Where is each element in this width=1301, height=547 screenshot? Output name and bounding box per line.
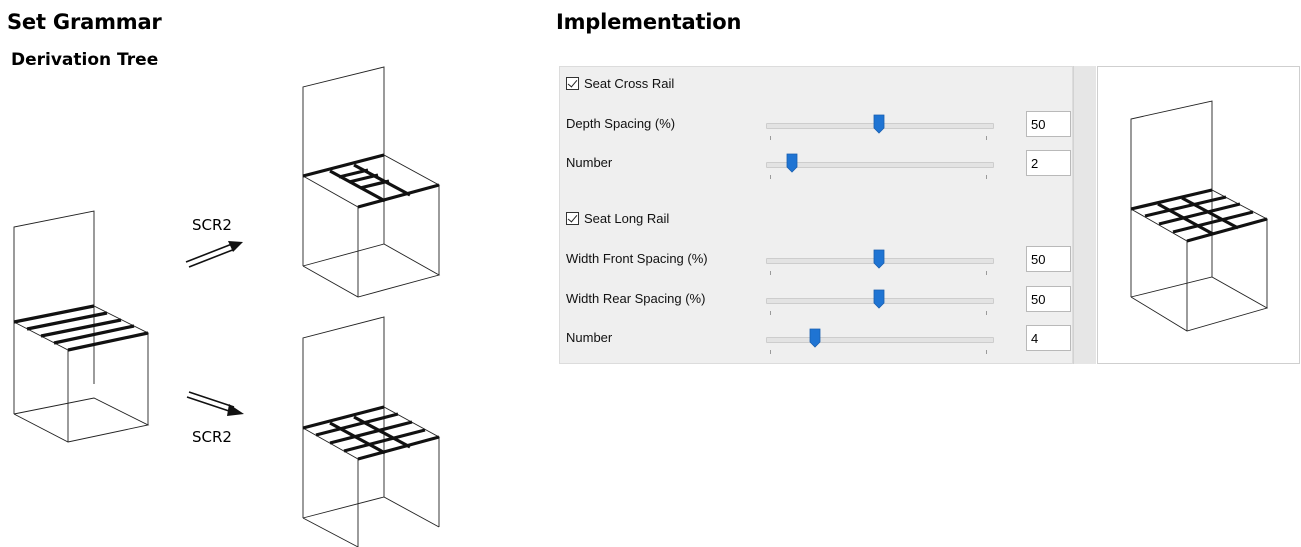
panel-scroll-gutter	[1073, 66, 1096, 364]
param-row: Width Front Spacing (%) 50	[560, 245, 1074, 275]
long-rail-number-slider[interactable]	[764, 324, 994, 354]
param-label: Number	[566, 155, 613, 170]
chair-preview-figure	[1130, 100, 1269, 332]
checkbox-label: Seat Cross Rail	[584, 75, 675, 91]
chair-initial	[13, 210, 150, 443]
slider-thumb[interactable]	[786, 153, 798, 173]
depth-spacing-value-input[interactable]: 50	[1026, 111, 1071, 137]
width-rear-spacing-slider[interactable]	[764, 285, 994, 315]
slider-track[interactable]	[766, 337, 994, 343]
slider-tick	[986, 175, 987, 179]
arrow-top	[185, 241, 243, 268]
seat-long-rail-checkbox[interactable]	[566, 211, 579, 225]
seat-cross-rail-checkbox[interactable]	[566, 76, 579, 90]
depth-spacing-slider[interactable]	[764, 110, 994, 140]
slider-tick	[770, 136, 771, 140]
parameter-panel: Seat Cross Rail Depth Spacing (%) 50 Num…	[559, 66, 1073, 364]
slider-thumb[interactable]	[809, 328, 821, 348]
slider-tick	[986, 271, 987, 275]
slider-thumb[interactable]	[873, 249, 885, 269]
slider-tick	[770, 350, 771, 354]
derivation-tree-heading: Derivation Tree	[11, 50, 159, 70]
slider-tick	[986, 136, 987, 140]
param-label: Number	[566, 330, 613, 345]
implementation-heading: Implementation	[556, 10, 742, 34]
arrow-bottom	[186, 391, 244, 416]
slider-thumb[interactable]	[873, 114, 885, 134]
slider-tick	[770, 311, 771, 315]
cross-rail-number-slider[interactable]	[764, 149, 994, 179]
param-label: Depth Spacing (%)	[566, 116, 676, 131]
slider-tick	[986, 350, 987, 354]
seat-cross-rail-checkbox-row[interactable]: Seat Cross Rail	[566, 72, 674, 94]
checkbox-label: Seat Long Rail	[584, 210, 670, 226]
cross-rail-number-input[interactable]: 2	[1026, 150, 1071, 176]
param-label: Width Rear Spacing (%)	[566, 291, 706, 306]
slider-tick	[986, 311, 987, 315]
rule-label-bottom: SCR2	[192, 428, 232, 446]
chair-result-top	[302, 66, 441, 298]
set-grammar-heading: Set Grammar	[7, 10, 162, 34]
preview-pane	[1097, 66, 1300, 364]
param-row: Number 4	[560, 324, 1074, 354]
param-row: Width Rear Spacing (%) 50	[560, 285, 1074, 315]
width-rear-spacing-input[interactable]: 50	[1026, 286, 1071, 312]
param-row: Number 2	[560, 149, 1074, 179]
slider-track[interactable]	[766, 162, 994, 168]
rule-label-top: SCR2	[192, 216, 232, 234]
derivation-tree-figure	[13, 66, 441, 547]
slider-tick	[770, 271, 771, 275]
chair-result-bottom	[302, 316, 441, 547]
slider-tick	[770, 175, 771, 179]
param-row: Depth Spacing (%) 50	[560, 110, 1074, 140]
param-label: Width Front Spacing (%)	[566, 251, 708, 266]
seat-long-rail-checkbox-row[interactable]: Seat Long Rail	[566, 207, 669, 229]
slider-thumb[interactable]	[873, 289, 885, 309]
width-front-spacing-input[interactable]: 50	[1026, 246, 1071, 272]
width-front-spacing-slider[interactable]	[764, 245, 994, 275]
long-rail-number-input[interactable]: 4	[1026, 325, 1071, 351]
